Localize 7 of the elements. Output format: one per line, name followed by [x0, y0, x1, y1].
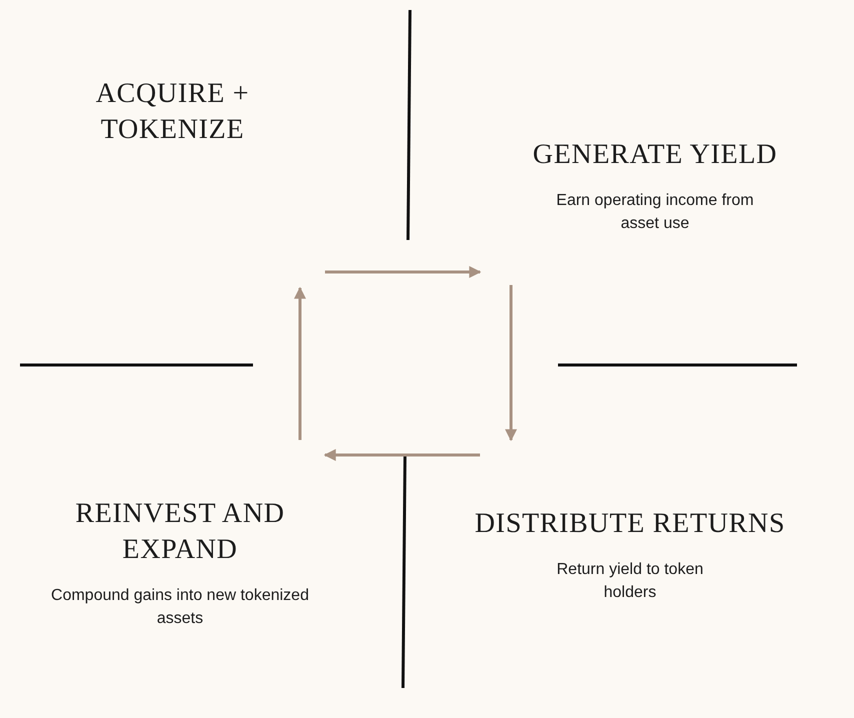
heading: GENERATE YIELD — [532, 138, 778, 172]
heading: DISTRIBUTE RETURNS — [474, 507, 786, 541]
description: Return yield to token holders — [556, 560, 704, 603]
description: Earn operating income from asset use — [555, 191, 755, 234]
heading: ACQUIRE + TOKENIZE — [94, 77, 250, 147]
description: Compound gains into new tokenized assets — [50, 586, 310, 629]
heading: REINVEST AND EXPAND — [75, 497, 285, 567]
